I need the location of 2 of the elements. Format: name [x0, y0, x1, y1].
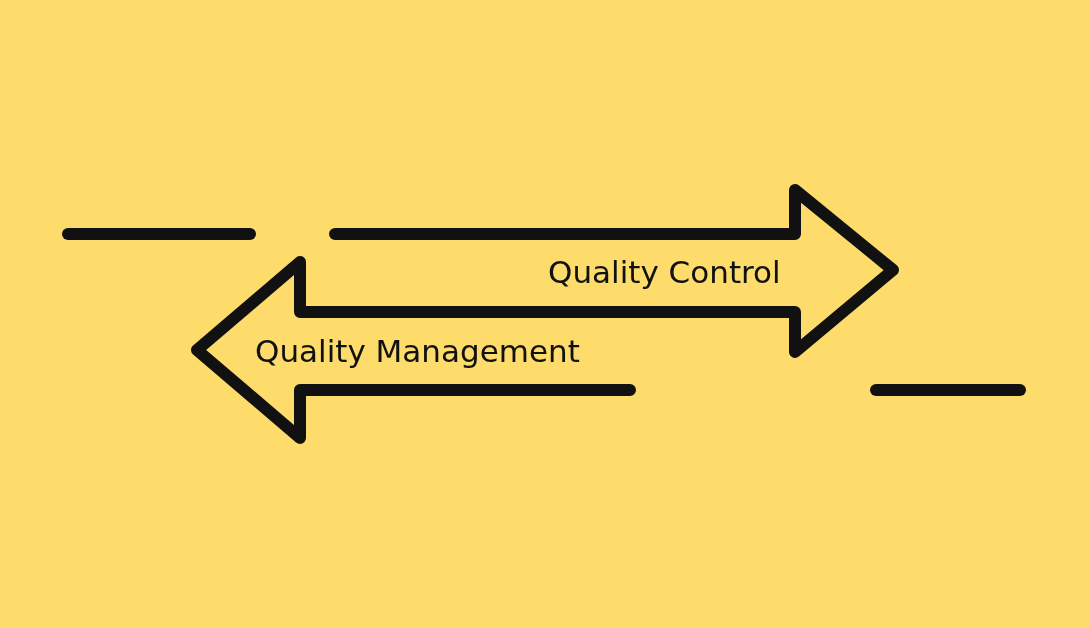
- arrow-label: Quality Management: [255, 333, 580, 369]
- arrow-label: Quality Control: [548, 254, 781, 290]
